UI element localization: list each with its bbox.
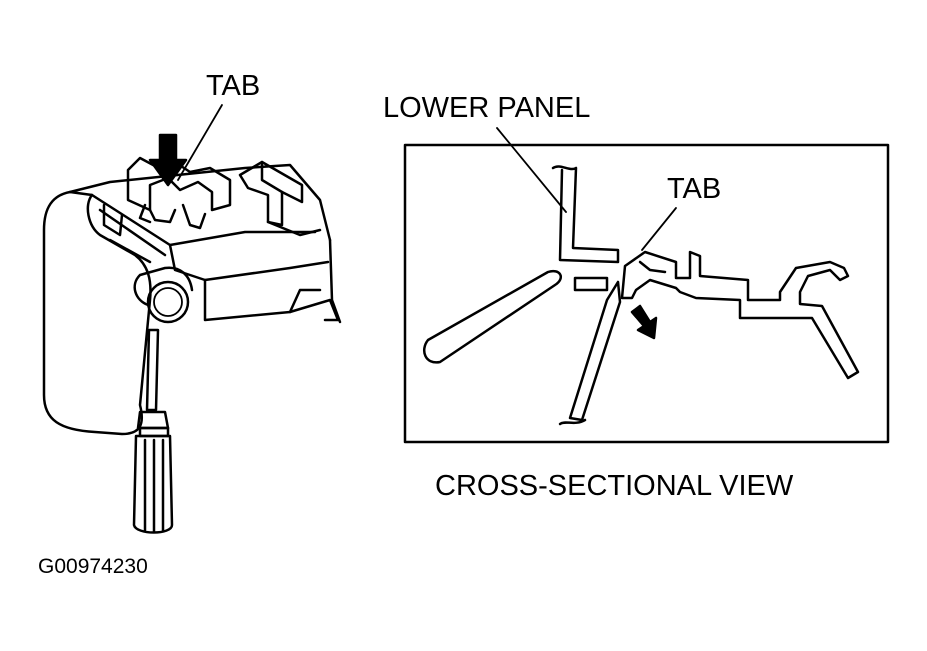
cross-section-drawing bbox=[423, 127, 860, 426]
tab-leader-right bbox=[641, 207, 677, 251]
cross-section-frame bbox=[403, 143, 890, 444]
push-arrow bbox=[148, 133, 188, 187]
lower-panel-leader bbox=[496, 127, 567, 213]
right-clip bbox=[238, 160, 304, 227]
screwdriver bbox=[132, 328, 174, 534]
cross-sectional-view-caption: CROSS-SECTIONAL VIEW bbox=[435, 470, 794, 502]
front-panel bbox=[42, 190, 152, 436]
trim-tool bbox=[423, 269, 563, 364]
lower-panel-label: LOWER PANEL bbox=[383, 92, 591, 124]
tab-leader-left bbox=[177, 104, 223, 181]
screwdriver-blade bbox=[568, 280, 622, 422]
tab-label-left: TAB bbox=[206, 70, 261, 102]
tab-label-right: TAB bbox=[667, 173, 722, 205]
hinge-boss bbox=[146, 280, 190, 324]
tab-profile bbox=[620, 250, 860, 380]
release-arrow bbox=[630, 304, 658, 340]
lower-panel-profile bbox=[551, 165, 620, 264]
clip-assembly-drawing bbox=[42, 104, 342, 534]
body-side bbox=[168, 243, 340, 322]
figure-id: G00974230 bbox=[38, 555, 148, 578]
